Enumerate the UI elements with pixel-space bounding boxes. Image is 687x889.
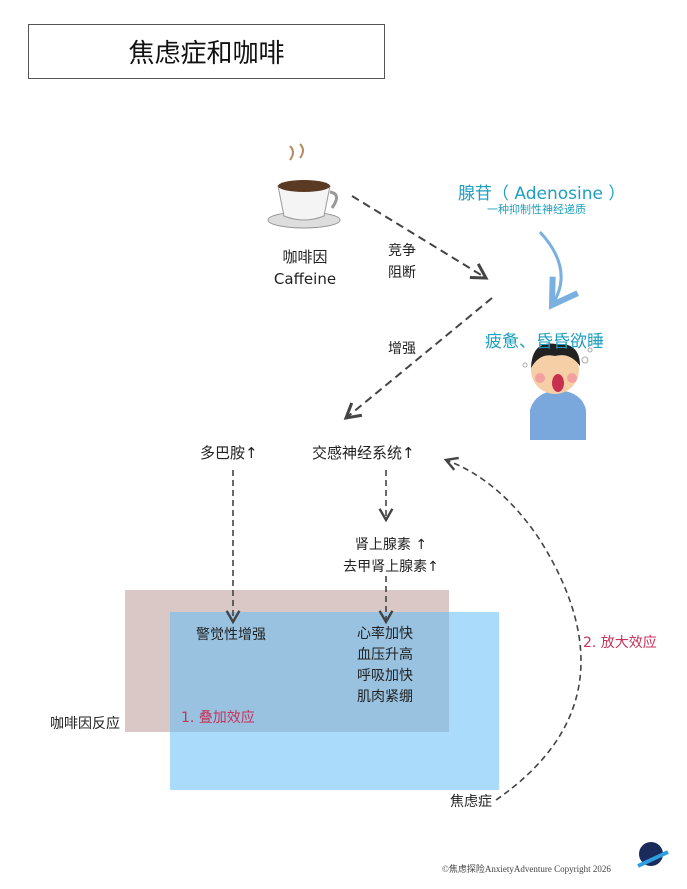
page-title: 焦虑症和咖啡 [28,24,385,79]
copyright-footer: ©焦虑探险AnxietyAdventure Copyright 2026 [442,864,611,874]
adrenaline-label: 肾上腺素 ↑ [354,537,428,553]
adenosine-title: 腺苷（ Adenosine ） [458,184,626,204]
symptom-item: 呼吸加快 [357,668,413,684]
enhance-arrow [343,297,493,420]
sympathetic-node: 交感神经系统↑ [312,444,415,462]
compete-label: 竞争 阻断 [388,240,416,284]
sleepy-person-icon [522,343,593,440]
noradrenaline-label: 去甲肾上腺素↑ [343,559,439,575]
adenosine-subtitle: 一种抑制性神经递质 [487,203,586,216]
enhance-label: 增强 [388,341,416,357]
anxiety-adventure-logo [637,842,669,868]
caffeine-node: 咖啡因 Caffeine [270,246,340,290]
anxiety-region [170,612,499,790]
coffee-cup-icon [267,143,341,229]
symptom-item: 肌肉紧绷 [357,689,413,705]
compete-label-line: 竞争 [388,243,416,259]
compete-arrow [351,195,489,280]
caffeine-label-en: Caffeine [273,270,337,288]
amplify-label: 2. 放大效应 [583,635,657,651]
symptoms-list: 心率加快 血压升高 呼吸加快 肌肉紧绷 [357,624,413,708]
adenosine-arrow [538,230,579,310]
superpose-label: 1. 叠加效应 [181,710,255,726]
compete-label-line: 阻断 [388,265,416,281]
tiredness-label: 疲惫、昏昏欲睡 [485,332,604,352]
alertness-label: 警觉性增强 [196,627,266,643]
caffeine-label-cn: 咖啡因 [282,248,328,266]
dopamine-node: 多巴胺↑ [200,444,258,462]
amplify-arrow [443,456,582,801]
symptom-item: 血压升高 [357,647,413,663]
anxiety-label: 焦虑症 [450,794,492,810]
symptom-item: 心率加快 [357,626,413,642]
hormones-node: 肾上腺素 ↑ 去甲肾上腺素↑ [340,534,442,578]
caffeine-reaction-label: 咖啡因反应 [50,716,120,732]
